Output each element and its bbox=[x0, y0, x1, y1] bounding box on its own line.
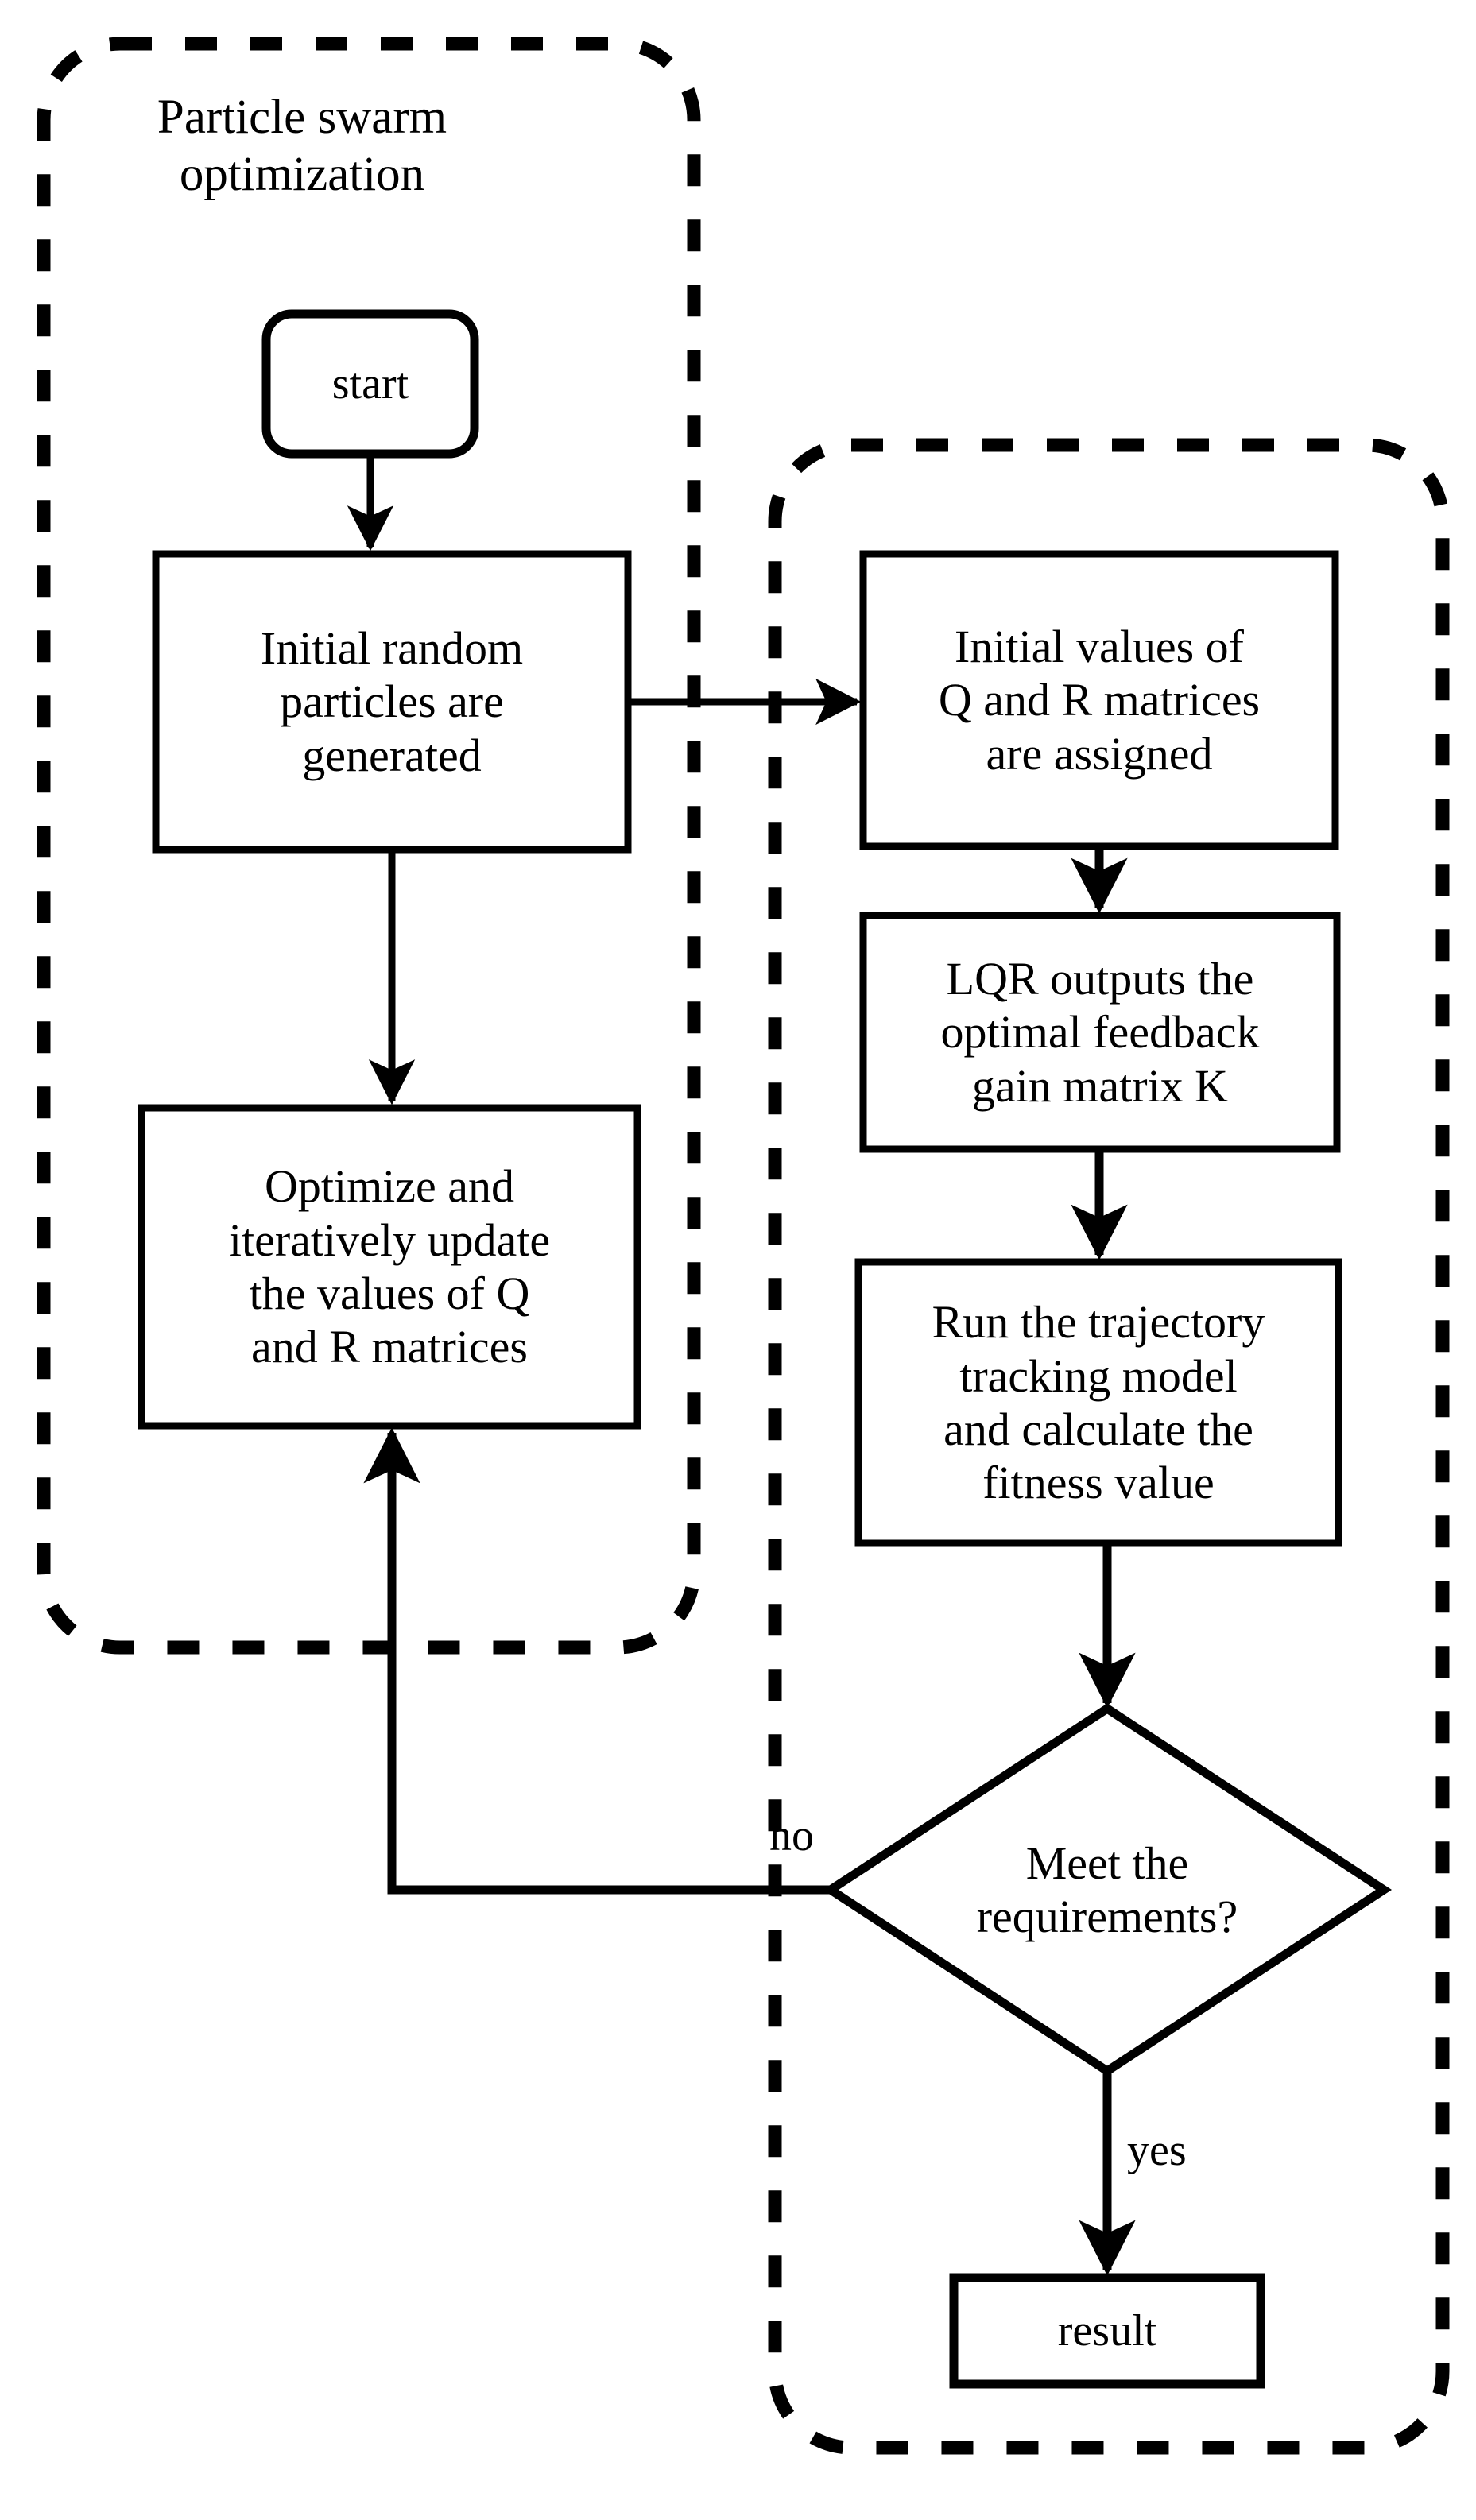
decision-node[interactable] bbox=[822, 1703, 1393, 2077]
edge-label-yes: yes bbox=[1127, 2126, 1187, 2175]
edge-label-no: no bbox=[769, 1811, 814, 1860]
run-model-node[interactable] bbox=[854, 1258, 1342, 1547]
result-node[interactable] bbox=[949, 2273, 1265, 2389]
init-qr-node[interactable] bbox=[859, 550, 1339, 850]
lqr-output-node[interactable] bbox=[859, 912, 1341, 1153]
edge-decision-no-to-optimize bbox=[363, 1427, 831, 1895]
pso-group-title: Particle swarm optimization bbox=[157, 91, 447, 201]
optimize-node[interactable] bbox=[138, 1104, 641, 1430]
start-node[interactable] bbox=[261, 309, 479, 459]
init-particles-node[interactable] bbox=[152, 550, 632, 854]
pso-group-container bbox=[37, 37, 701, 1655]
